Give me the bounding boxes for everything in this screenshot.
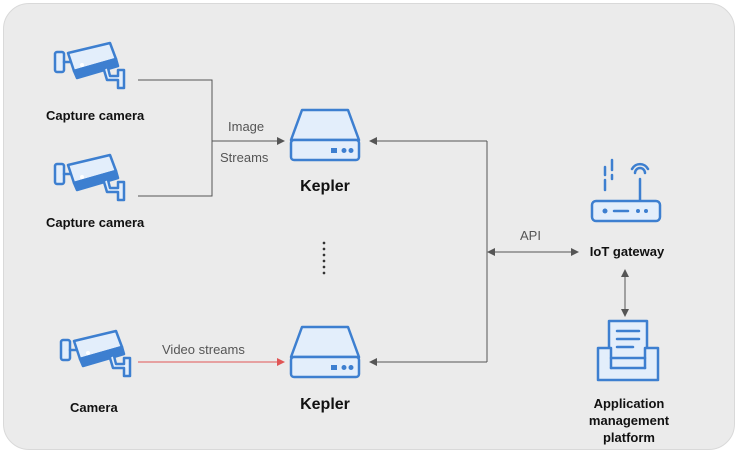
api-flow-label: API [520, 228, 541, 243]
server-box-icon [289, 108, 361, 162]
capture-camera-2-label: Capture camera [46, 215, 145, 230]
server-box-icon [289, 325, 361, 379]
cctv-camera-icon [53, 153, 126, 202]
cctv-camera-icon [59, 329, 132, 378]
streams-flow-label: Streams [220, 150, 269, 165]
router-icon [590, 158, 662, 223]
more-devices-ellipsis [322, 240, 326, 276]
camera-label: Camera [70, 400, 118, 415]
capture-camera-1-wire [138, 79, 213, 197]
capture-camera-1-label: Capture camera [46, 108, 145, 123]
app-platform-label-line-2: management [588, 413, 670, 428]
inbox-document-icon [596, 319, 660, 382]
kepler-1-label: Kepler [300, 178, 350, 195]
app-platform-label-line-1: Application [593, 396, 665, 411]
video-streams-flow-label: Video streams [162, 342, 245, 357]
app-platform-label-line-3: platform [602, 430, 655, 445]
iot-gateway-label: IoT gateway [589, 244, 665, 259]
cctv-camera-icon [53, 41, 126, 90]
app-platform-label: Application management platform [589, 395, 669, 446]
image-flow-label: Image [228, 119, 265, 134]
kepler-2-label: Kepler [300, 396, 350, 413]
